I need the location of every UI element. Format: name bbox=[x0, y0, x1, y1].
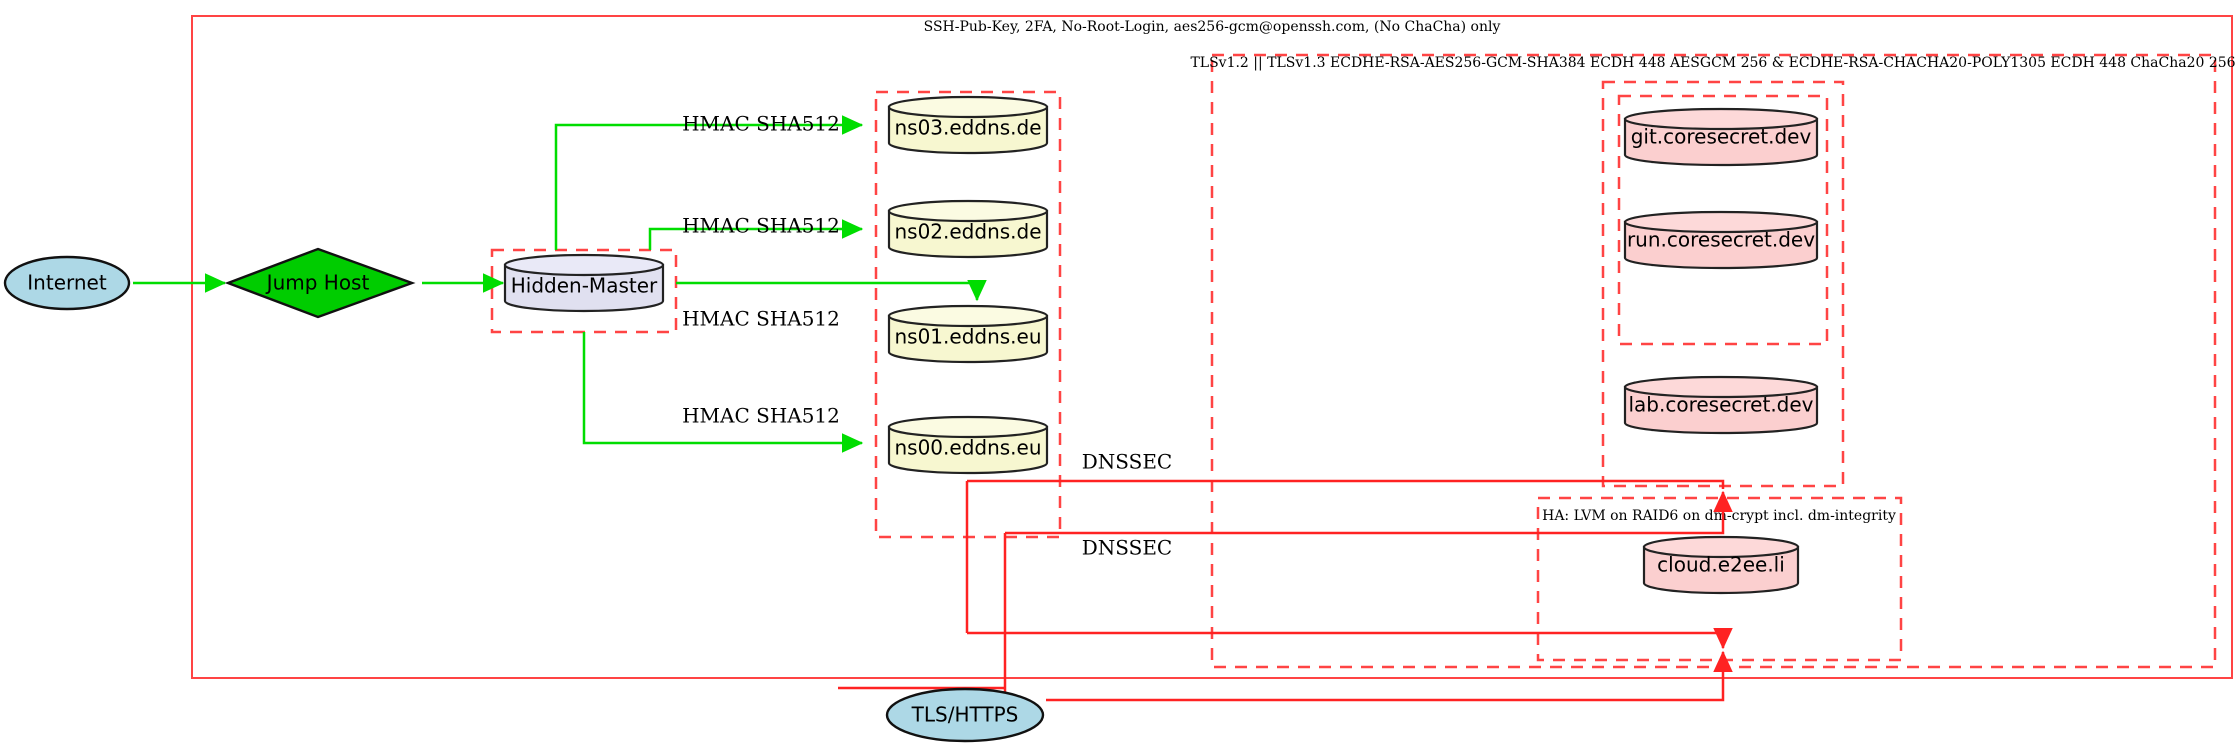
node-ns03[interactable]: ns03.eddns.de bbox=[887, 95, 1049, 155]
edge-label-dnssec-upper: DNSSEC bbox=[1082, 450, 1173, 474]
edge-dnssec-lower-rail bbox=[1005, 490, 1733, 535]
node-ns00[interactable]: ns00.eddns.eu bbox=[887, 415, 1049, 475]
node-ns02-label: ns02.eddns.de bbox=[894, 220, 1041, 244]
edge-dnssec-upper-bottom bbox=[967, 628, 1733, 650]
node-ns00-label: ns00.eddns.eu bbox=[894, 436, 1041, 460]
node-tls-https[interactable]: TLS/HTTPS bbox=[885, 687, 1045, 743]
node-ns01[interactable]: ns01.eddns.eu bbox=[887, 304, 1049, 364]
node-lab-coresecret[interactable]: lab.coresecret.dev bbox=[1623, 375, 1819, 435]
cluster-tls-label: TLSv1.2 || TLSv1.3 ECDHE-RSA-AES256-GCM-… bbox=[1190, 55, 2235, 71]
edge-label-hmac-ns02: HMAC SHA512 bbox=[682, 214, 840, 238]
edge-master-to-ns00 bbox=[582, 332, 864, 453]
node-internet-label: Internet bbox=[27, 271, 107, 295]
node-jump-host[interactable]: Jump Host bbox=[224, 247, 416, 319]
node-ns03-label: ns03.eddns.de bbox=[894, 116, 1041, 140]
edge-label-hmac-ns01: HMAC SHA512 bbox=[682, 307, 840, 331]
cluster-ha-label: HA: LVM on RAID6 on dm-crypt incl. dm-in… bbox=[1542, 508, 1896, 524]
node-git-coresecret[interactable]: git.coresecret.dev bbox=[1623, 107, 1819, 167]
node-tls-https-label: TLS/HTTPS bbox=[911, 703, 1019, 727]
edge-tls-to-cloud bbox=[1046, 650, 1733, 702]
node-run-coresecret-label: run.coresecret.dev bbox=[1627, 228, 1815, 252]
node-hidden-master[interactable]: Hidden-Master bbox=[503, 253, 665, 313]
edge-master-to-ns02 bbox=[648, 219, 864, 250]
edge-master-to-ns01 bbox=[676, 280, 987, 302]
cluster-ssh-box bbox=[191, 15, 2233, 679]
node-hidden-master-label: Hidden-Master bbox=[511, 274, 658, 298]
node-lab-coresecret-label: lab.coresecret.dev bbox=[1628, 393, 1813, 417]
edge-master-to-ns03 bbox=[554, 115, 864, 250]
edge-label-dnssec-lower: DNSSEC bbox=[1082, 536, 1173, 560]
cluster-tls-box bbox=[1210, 53, 2217, 669]
cluster-ha-box bbox=[1536, 496, 1903, 662]
node-jump-host-label: Jump Host bbox=[265, 271, 370, 295]
edge-dnssec-upper-rail bbox=[967, 479, 1725, 489]
cluster-ssh-label: SSH-Pub-Key, 2FA, No-Root-Login, aes256-… bbox=[924, 19, 1501, 35]
node-ns01-label: ns01.eddns.eu bbox=[894, 325, 1041, 349]
edge-label-hmac-ns00: HMAC SHA512 bbox=[682, 404, 840, 428]
node-cloud-e2ee[interactable]: cloud.e2ee.li bbox=[1642, 535, 1800, 595]
node-internet[interactable]: Internet bbox=[3, 255, 131, 311]
edge-label-hmac-ns03: HMAC SHA512 bbox=[682, 112, 840, 136]
cluster-core-inner-box bbox=[1617, 94, 1829, 346]
node-git-coresecret-label: git.coresecret.dev bbox=[1631, 125, 1812, 149]
node-cloud-e2ee-label: cloud.e2ee.li bbox=[1657, 553, 1785, 577]
node-ns02[interactable]: ns02.eddns.de bbox=[887, 199, 1049, 259]
node-run-coresecret[interactable]: run.coresecret.dev bbox=[1623, 210, 1819, 270]
